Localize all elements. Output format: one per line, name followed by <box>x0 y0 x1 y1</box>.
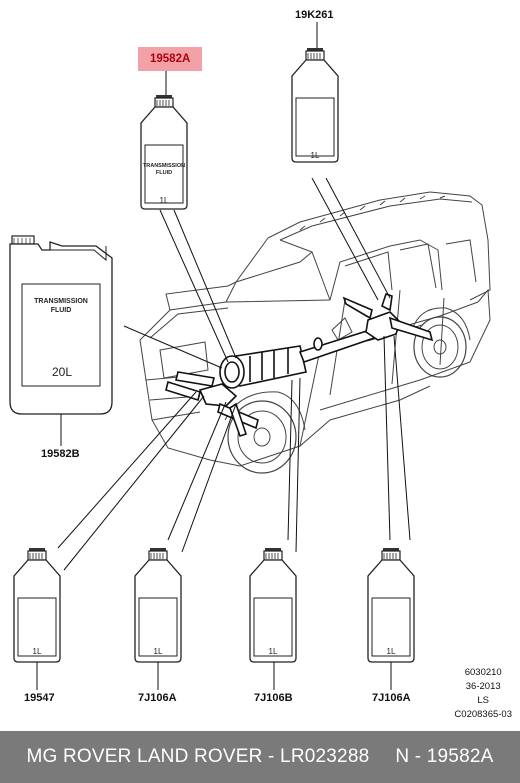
label-19547: 19547 <box>24 692 55 704</box>
can-volume: 20L <box>52 365 72 379</box>
bottle-19582a-label-1: TRANSMISSION <box>143 163 185 169</box>
bottle-19k261: 1L <box>291 47 339 163</box>
front-wheel <box>224 391 306 474</box>
footer-part-number: N - 19582A <box>395 746 494 767</box>
label-19582b: 19582B <box>41 448 80 460</box>
bottle-19582a-label-2: FLUID <box>156 170 172 176</box>
rear-wheel <box>411 307 471 378</box>
footer-part-reference: MG ROVER LAND ROVER - LR023288 <box>26 746 370 767</box>
bottle-19547-volume: 1L <box>33 647 42 656</box>
label-7j106a-right: 7J106A <box>372 692 411 704</box>
bottle-7j106a-right-volume: 1L <box>387 647 396 656</box>
bottle-7j106a-left: 1L <box>134 547 182 663</box>
label-19582a-highlight[interactable]: 19582A <box>138 47 203 71</box>
meta-date: 36-2013 <box>465 681 501 692</box>
bottle-19582a: TRANSMISSION FLUID 1L <box>140 94 188 210</box>
drivetrain <box>165 292 434 438</box>
bottle-19k261-volume: 1L <box>311 151 320 160</box>
label-7j106b: 7J106B <box>254 692 293 704</box>
bottle-7j106b: 1L <box>249 547 297 663</box>
label-7j106a-left: 7J106A <box>138 692 177 704</box>
bottle-19547: 1L <box>13 547 61 663</box>
diagram-meta: 6030210 36-2013 LS C0208365-03 <box>454 666 512 722</box>
bottle-19582a-volume: 1L <box>160 196 169 205</box>
bottle-7j106a-left-volume: 1L <box>154 647 163 656</box>
footer-bar: MG ROVER LAND ROVER - LR023288 N - 19582… <box>0 731 520 783</box>
can-label-1: TRANSMISSION <box>34 298 88 305</box>
meta-code: 6030210 <box>464 667 502 678</box>
vehicle-outline <box>139 191 491 467</box>
parts-diagram: 1L TRANSMISSION FLUID 1L TRANSMISSION FL… <box>9 22 491 690</box>
bottle-7j106b-volume: 1L <box>269 647 278 656</box>
can-label-2: FLUID <box>51 307 72 314</box>
meta-ls: LS <box>477 695 490 706</box>
can-19582b: TRANSMISSION FLUID 20L <box>9 235 113 415</box>
bottle-7j106a-right: 1L <box>367 547 415 663</box>
meta-ref: C0208365-03 <box>454 709 512 720</box>
leader-lines <box>36 22 411 690</box>
label-19k261: 19K261 <box>295 9 334 21</box>
